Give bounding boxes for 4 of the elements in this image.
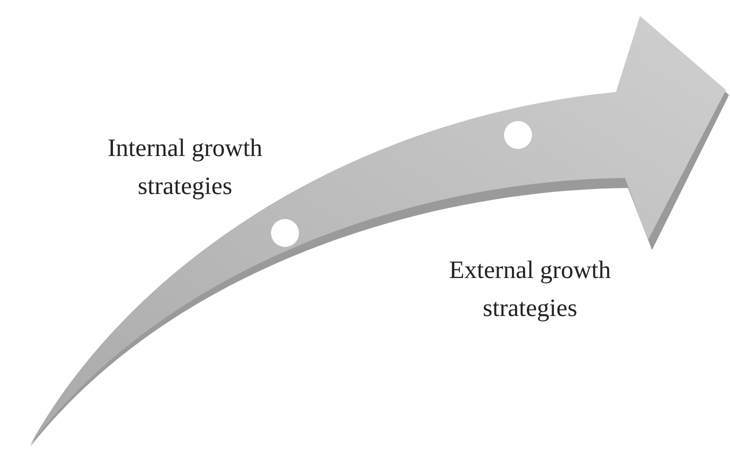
dot-marker [271,219,299,247]
strategy-caption: Internal growth strategies [106,134,264,202]
strategy-caption: External growth strategies [448,256,612,324]
dot-marker [504,121,532,149]
